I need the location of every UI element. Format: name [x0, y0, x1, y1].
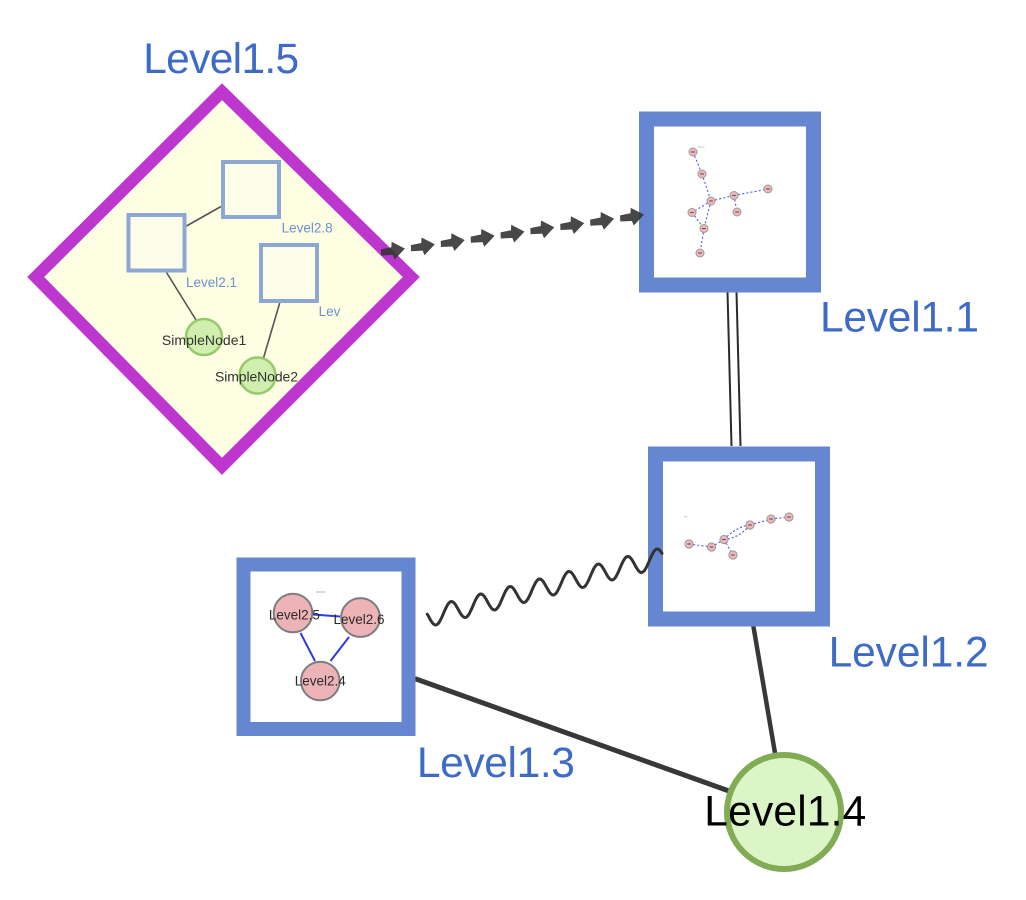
svg-text:Lev: Lev	[319, 304, 341, 319]
svg-text:SimpleNode2: SimpleNode2	[215, 369, 298, 385]
svg-text:Level2.8: Level2.8	[282, 221, 333, 236]
svg-text:Level1.1: Level1.1	[820, 295, 979, 342]
svg-text:Level2.1: Level2.1	[186, 275, 237, 290]
svg-text:Level1.4: Level1.4	[704, 789, 866, 836]
svg-text:Level1.2: Level1.2	[829, 630, 989, 677]
svg-text:SimpleNode1: SimpleNode1	[162, 332, 247, 348]
svg-text:Level1.5: Level1.5	[143, 36, 299, 83]
svg-text:Level2.6: Level2.6	[333, 612, 384, 627]
svg-text:Level2.4: Level2.4	[295, 674, 347, 689]
svg-text:Level1.3: Level1.3	[417, 740, 575, 787]
svg-text:Level2.5: Level2.5	[269, 608, 320, 623]
